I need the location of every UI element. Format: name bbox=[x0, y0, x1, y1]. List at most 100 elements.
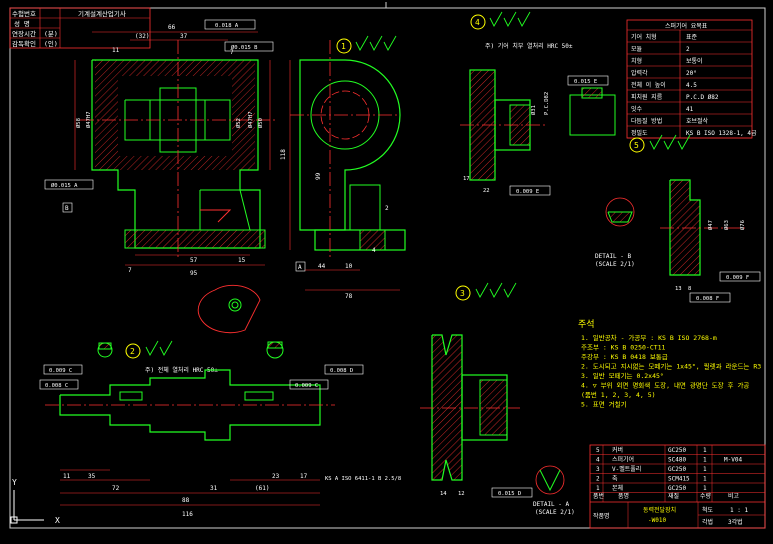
parts-header-name: 품명 bbox=[618, 492, 629, 500]
part-material: SCM415 bbox=[668, 476, 690, 483]
proj-label: 각법 bbox=[702, 518, 713, 526]
svg-text:Ø47H7: Ø47H7 bbox=[85, 111, 92, 128]
title-label: 작품명 bbox=[593, 512, 610, 520]
detail-a-label: DETAIL - A bbox=[533, 501, 570, 508]
dim-22: 22 bbox=[483, 188, 490, 194]
view-label-2: 2 bbox=[130, 347, 135, 356]
svg-text:B: B bbox=[65, 205, 69, 212]
part-no: 2 bbox=[596, 476, 600, 483]
view-shaft: 2 주) 전체 열처리 HRC 50± 35 72 88 (61) 116 23… bbox=[39, 340, 401, 518]
svg-text:A: A bbox=[298, 264, 302, 271]
gear-row-value: 표준 bbox=[686, 34, 698, 41]
view-housing-side: 118 78 99 44 10 2 4 1 bbox=[280, 35, 406, 300]
dim-31: 31 bbox=[210, 485, 218, 492]
note-line: 2. 도시되고 지시없는 모떼기는 1x45°, 필렛과 라운드는 R3 bbox=[581, 362, 761, 371]
view-vbelt-pulley: 3 0.015 D 14 12 DETAIL - A (SCALE 2/1) bbox=[420, 282, 575, 516]
svg-text:Ø63: Ø63 bbox=[723, 220, 730, 230]
header-value-2: (분) bbox=[44, 30, 58, 38]
tol-frame-10: 0.009 C bbox=[295, 383, 318, 389]
gear-row-key: 전체 이 높이 bbox=[631, 81, 666, 89]
dim-7: 7 bbox=[230, 49, 234, 56]
tol-frame-9: 0.008 C bbox=[45, 383, 68, 389]
view-label-1: 1 bbox=[341, 42, 346, 51]
svg-text:Ø47H7: Ø47H7 bbox=[247, 111, 254, 128]
tol-frame-5: 0.009 E bbox=[516, 189, 539, 195]
note-line: 주조부 : KS B 0250-CT11 bbox=[581, 344, 666, 352]
detail-a-scale: (SCALE 2/1) bbox=[535, 509, 575, 516]
view-label-4: 4 bbox=[475, 18, 480, 27]
title-value: 동력전달장치 bbox=[643, 506, 676, 514]
gear-row-key: 피치원 지름 bbox=[631, 93, 663, 101]
note-line: (품번 1, 2, 3, 4, 5) bbox=[581, 390, 656, 399]
tol-frame-3: Ø0.015 A bbox=[51, 182, 78, 189]
gear-table-title: 스퍼기어 요목표 bbox=[665, 22, 708, 30]
rms-note: KS A ISO 6411-1 B 2.5/8 bbox=[325, 476, 401, 482]
part-material: GC250 bbox=[668, 447, 686, 454]
part-qty: 1 bbox=[703, 447, 707, 454]
scale-label: 척도 bbox=[702, 506, 714, 514]
dim-17: 17 bbox=[463, 176, 470, 182]
dim-13: 13 bbox=[675, 286, 682, 292]
dim-17b: 17 bbox=[300, 473, 308, 480]
header-value-3: (인) bbox=[44, 39, 58, 48]
svg-text:Ø76: Ø76 bbox=[739, 220, 746, 230]
tol-frame-7: 0.009 F bbox=[726, 275, 749, 281]
part-qty: 1 bbox=[703, 466, 707, 473]
part-name: V-벨트풀리 bbox=[612, 465, 641, 473]
part-material: SC480 bbox=[668, 457, 686, 464]
dim-14: 14 bbox=[440, 491, 447, 497]
scale-value: 1 : 1 bbox=[730, 507, 748, 514]
part-name: 스퍼기어 bbox=[612, 456, 634, 464]
gear-row-key: 치형 bbox=[631, 57, 642, 65]
dim-44: 44 bbox=[318, 263, 326, 270]
gear-row-value: KS B ISO 1328-1, 4급 bbox=[686, 130, 757, 137]
dim-78: 78 bbox=[345, 293, 353, 300]
dim-12: 12 bbox=[458, 491, 465, 497]
dim-72: 72 bbox=[112, 485, 120, 492]
note-line: 5. 표면 거칠기 bbox=[581, 400, 627, 409]
part-no: 5 bbox=[596, 447, 600, 454]
part-material: GC250 bbox=[668, 485, 686, 492]
dim-99: 99 bbox=[315, 172, 322, 180]
drawing-no: -W010 bbox=[648, 517, 666, 524]
part-no: 1 bbox=[596, 485, 600, 492]
ucs-y: Y bbox=[12, 478, 17, 487]
header-value-0: 기계설계산업기사 bbox=[78, 9, 126, 18]
tol-frame-12: 0.015 D bbox=[498, 491, 521, 497]
svg-text:P.C.D82: P.C.D82 bbox=[544, 92, 550, 115]
tol-frame-1: 0.018 A bbox=[215, 23, 239, 29]
svg-text:Ø52: Ø52 bbox=[235, 118, 242, 128]
gear-row-value: 41 bbox=[686, 106, 694, 113]
gear-row-value: 호브절삭 bbox=[686, 117, 709, 125]
gear-row-value: P.C.D Ø82 bbox=[686, 94, 719, 101]
note-line: 1. 일반공차 - 가공부 : KS B ISO 2768-m bbox=[581, 333, 717, 342]
parts-header-qty: 수량 bbox=[700, 493, 712, 500]
dim-11: 11 bbox=[112, 47, 120, 54]
parts-header-no: 품번 bbox=[593, 492, 604, 500]
tol-frame-11: 0.008 D bbox=[330, 368, 353, 374]
svg-text:Ø47: Ø47 bbox=[707, 220, 714, 230]
note-shaft-heat: 주) 전체 열처리 HRC 50± bbox=[145, 366, 218, 374]
dim-35: 35 bbox=[88, 473, 96, 480]
gear-row-value: 4.5 bbox=[686, 82, 697, 89]
proj-value: 3각법 bbox=[728, 518, 743, 526]
parts-header-mat: 재질 bbox=[668, 492, 679, 500]
part-no: 4 bbox=[596, 457, 600, 464]
note-line: 주강부 : KS B 0418 보통급 bbox=[581, 352, 668, 361]
dim-8: 8 bbox=[688, 286, 691, 292]
notes-title: 주석 bbox=[578, 319, 595, 330]
dim-88: 88 bbox=[182, 497, 190, 504]
gear-row-key: 압력각 bbox=[631, 69, 648, 77]
svg-text:Ø31: Ø31 bbox=[530, 105, 537, 115]
detail-b-label: DETAIL - B bbox=[595, 253, 632, 260]
rib-detail bbox=[197, 284, 261, 334]
part-material: GC250 bbox=[668, 466, 686, 473]
dim-11b: 11 bbox=[63, 473, 71, 480]
part-qty: 1 bbox=[703, 457, 707, 464]
gear-row-key: 기어 치형 bbox=[631, 33, 657, 41]
dim-23: 23 bbox=[272, 473, 280, 480]
part-remark: M-V04 bbox=[724, 457, 742, 464]
dim-10: 10 bbox=[345, 263, 353, 270]
